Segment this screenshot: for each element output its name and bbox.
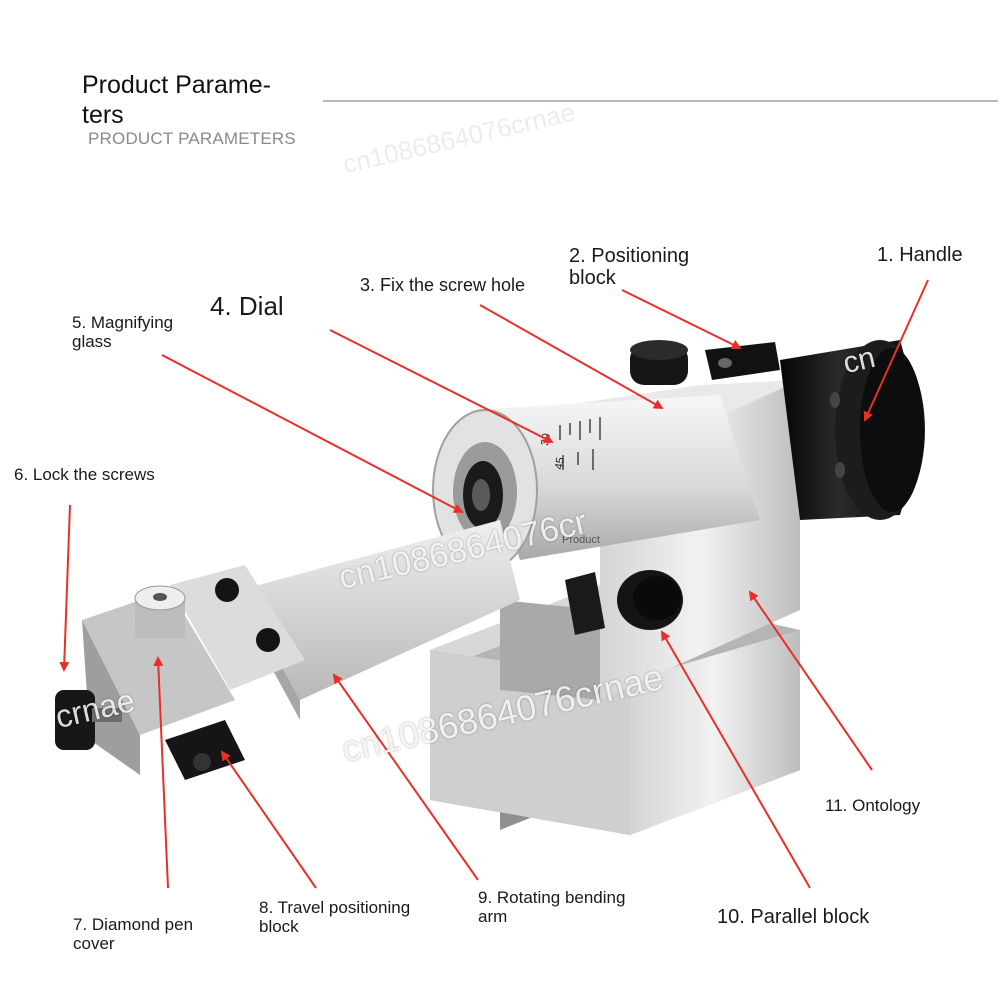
section-subtitle: PRODUCT PARAMETERS [88,129,296,148]
callout-travel-positioning-block: 8. Travel positioning block [259,898,411,936]
dial-ticks [559,417,601,470]
callout-handle: 1. Handle [877,244,963,266]
section-title: Product Parame- ters [82,71,271,129]
product-caption: Product [562,534,600,546]
callout-dial: 4. Dial [210,291,284,321]
positioning-block [630,340,780,385]
arrow-parallel-block [660,630,811,889]
arrow-dial [329,329,554,443]
callout-rotating-bending-arm: 9. Rotating bending arm [478,888,626,926]
callout-positioning-block: 2. Positioning block [569,245,690,289]
arrow-magnifying-glass [161,354,464,513]
header-divider [323,100,998,102]
travel-positioning-block [165,565,305,780]
lock-screw-knob [55,690,122,750]
arrow-positioning-block [621,289,742,349]
callout-ontology: 11. Ontology [825,796,921,815]
handle-knob [780,340,925,520]
callout-arrows [59,279,929,889]
callout-parallel-block: 10. Parallel block [717,906,870,928]
callout-diamond-pen-cover: 7. Diamond pen cover [73,915,194,953]
arrow-ontology [748,590,873,771]
arrow-handle [863,279,929,422]
arrow-lock-screws [59,504,71,672]
callout-magnifying-glass: 5. Magnifying glass [72,313,174,351]
callout-fix-screw-hole: 3. Fix the screw hole [360,275,526,295]
arrow-screw-hole [479,304,664,409]
watermark-5: cn [840,340,879,381]
svg-text:45: 45 [553,456,567,470]
side-knob [565,570,683,635]
arrow-travel-block [220,750,317,889]
arrow-diamond-pen [153,656,169,889]
callout-lock-screws: 6. Lock the screws [14,465,155,484]
arrow-bending-arm [332,673,479,881]
